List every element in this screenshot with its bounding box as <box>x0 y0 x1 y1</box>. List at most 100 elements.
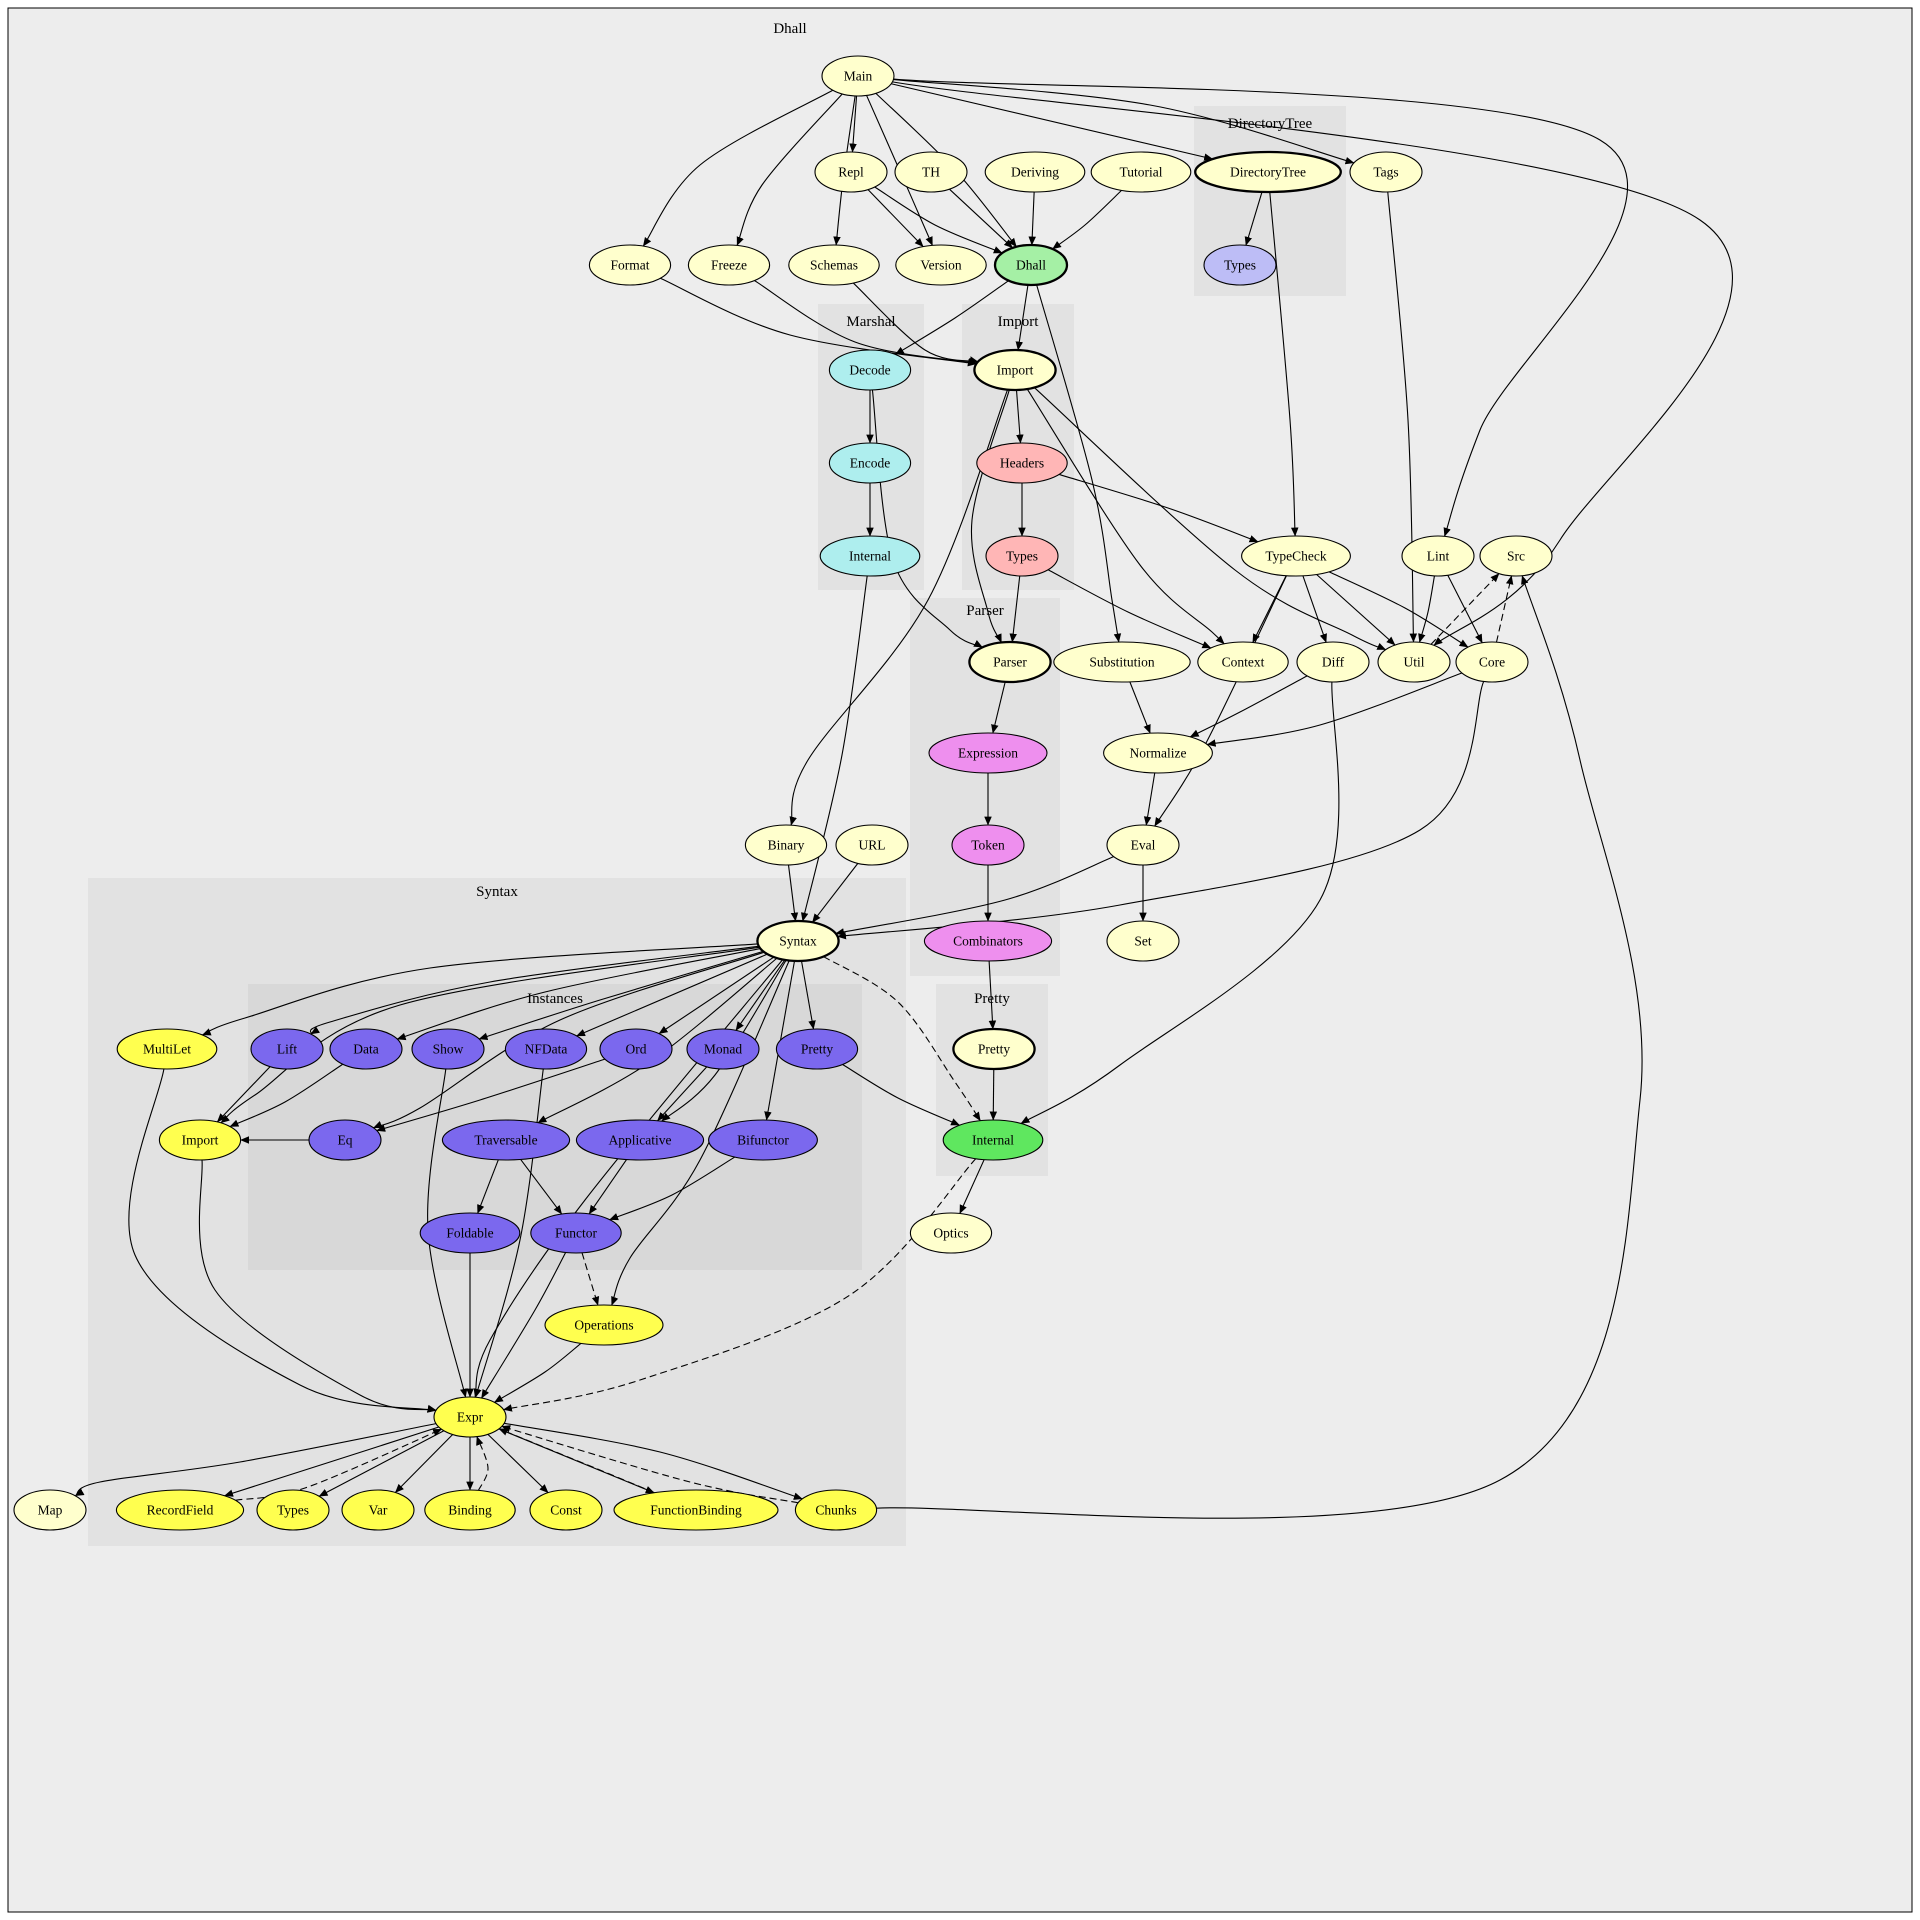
node-dt <box>1194 150 1342 194</box>
node-deriving-label: Deriving <box>1011 165 1059 180</box>
node-expr <box>433 1396 507 1438</box>
edge-monad-applicative <box>657 1066 708 1122</box>
edge-core-src <box>1495 575 1514 643</box>
node-expression-label: Expression <box>958 746 1018 761</box>
node-data-label: Data <box>353 1042 378 1057</box>
node-show <box>411 1028 485 1070</box>
cluster-marshal-label: Marshal <box>846 314 895 330</box>
node-th-label: TH <box>922 165 940 180</box>
node-freeze-label: Freeze <box>711 258 747 273</box>
node-monad-label: Monad <box>704 1042 742 1057</box>
node-dhall-label: Dhall <box>1016 258 1046 273</box>
edge-main-util <box>892 81 1733 646</box>
node-version <box>895 244 987 286</box>
edge-diff-p_internal <box>1020 681 1340 1124</box>
edge-dhall-substitution <box>1036 284 1122 643</box>
edge-main-tags <box>893 78 1355 165</box>
node-ord-label: Ord <box>626 1042 647 1057</box>
node-repl-label: Repl <box>838 165 864 180</box>
edge-import-parser <box>970 389 1010 643</box>
edge-i_types-context <box>1047 569 1212 649</box>
node-binding <box>424 1489 516 1531</box>
edge-diff-normalize <box>1189 675 1308 738</box>
node-diff <box>1296 641 1370 683</box>
node-show-label: Show <box>433 1042 464 1057</box>
node-functionbinding <box>613 1489 779 1531</box>
edge-expr-var <box>394 1434 454 1493</box>
edge-typecheck-context <box>1252 575 1287 643</box>
node-p_internal <box>942 1119 1044 1161</box>
node-import <box>973 348 1057 392</box>
edge-functionbinding-expr <box>498 1428 655 1494</box>
node-headers <box>976 442 1068 484</box>
node-decode <box>828 349 912 391</box>
node-operations <box>544 1304 664 1346</box>
node-map-label: Map <box>38 1503 63 1518</box>
edge-main-format <box>642 89 833 247</box>
edge-syntax-nfdata <box>576 953 768 1037</box>
edge-eval-syntax <box>835 856 1114 936</box>
node-src <box>1479 535 1553 577</box>
node-main <box>821 55 895 97</box>
edge-m_internal-syntax <box>800 575 868 922</box>
edge-dt-typecheck <box>1269 191 1299 537</box>
edge-i_types-parser <box>1009 575 1021 643</box>
edge-typecheck-util <box>1316 574 1396 646</box>
node-normalize-label: Normalize <box>1130 746 1187 761</box>
edge-syntax-applicative <box>661 959 787 1122</box>
node-const <box>529 1489 603 1531</box>
edge-syntax-data <box>396 948 761 1041</box>
node-src-label: Src <box>1507 549 1525 564</box>
node-binary <box>744 824 828 866</box>
edge-syntax-p_internal <box>823 956 981 1122</box>
node-import-label: Import <box>997 363 1034 378</box>
node-bifunctor <box>708 1119 818 1161</box>
edge-recordfield-expr <box>235 1428 442 1501</box>
edge-lift-s_import <box>216 1066 271 1123</box>
edge-chunks-src <box>876 575 1643 1519</box>
cluster-parser-label: Parser <box>966 603 1004 619</box>
edge-expr-recordfield <box>224 1426 440 1497</box>
edge-syntax-operations <box>611 960 790 1306</box>
node-multilet <box>116 1028 218 1070</box>
edge-nfdata-expr <box>474 1068 544 1398</box>
node-lint-label: Lint <box>1427 549 1450 564</box>
edge-s_import-expr <box>198 1159 437 1413</box>
cluster-dhall-label: Dhall <box>773 21 806 37</box>
node-map <box>13 1489 87 1531</box>
edge-util-src <box>1430 573 1500 645</box>
cluster-instances-label: Instances <box>527 991 583 1007</box>
node-context-label: Context <box>1222 655 1265 670</box>
node-schemas-label: Schemas <box>810 258 858 273</box>
node-recordfield <box>115 1489 245 1531</box>
node-format <box>588 244 672 286</box>
node-util-label: Util <box>1403 655 1424 670</box>
edge-dt-dt_types <box>1244 191 1263 246</box>
edge-expr-chunks <box>504 1422 803 1500</box>
node-parser-label: Parser <box>993 655 1027 670</box>
node-functionbinding-label: FunctionBinding <box>650 1503 742 1518</box>
edge-expr-s_types <box>318 1430 445 1497</box>
node-version-label: Version <box>920 258 961 273</box>
node-tags <box>1349 151 1423 193</box>
node-i_pretty <box>775 1028 859 1070</box>
edge-repl-version <box>867 189 924 247</box>
edge-binding-expr <box>476 1436 489 1491</box>
node-traversable <box>441 1119 571 1161</box>
node-i_types-label: Types <box>1006 549 1038 564</box>
node-ord <box>599 1028 673 1070</box>
node-s_types <box>256 1489 330 1531</box>
edge-syntax-s_import <box>220 946 760 1124</box>
node-binding-label: Binding <box>448 1503 492 1518</box>
node-s_types-label: Types <box>277 1503 309 1518</box>
edge-import-util <box>1033 387 1387 651</box>
node-combinators <box>923 920 1053 962</box>
node-m_internal <box>819 535 921 577</box>
edge-functor-operations <box>581 1252 600 1306</box>
node-var <box>341 1489 415 1531</box>
edge-data-s_import <box>229 1063 344 1128</box>
node-dhall <box>993 243 1069 287</box>
node-set-label: Set <box>1134 934 1152 949</box>
